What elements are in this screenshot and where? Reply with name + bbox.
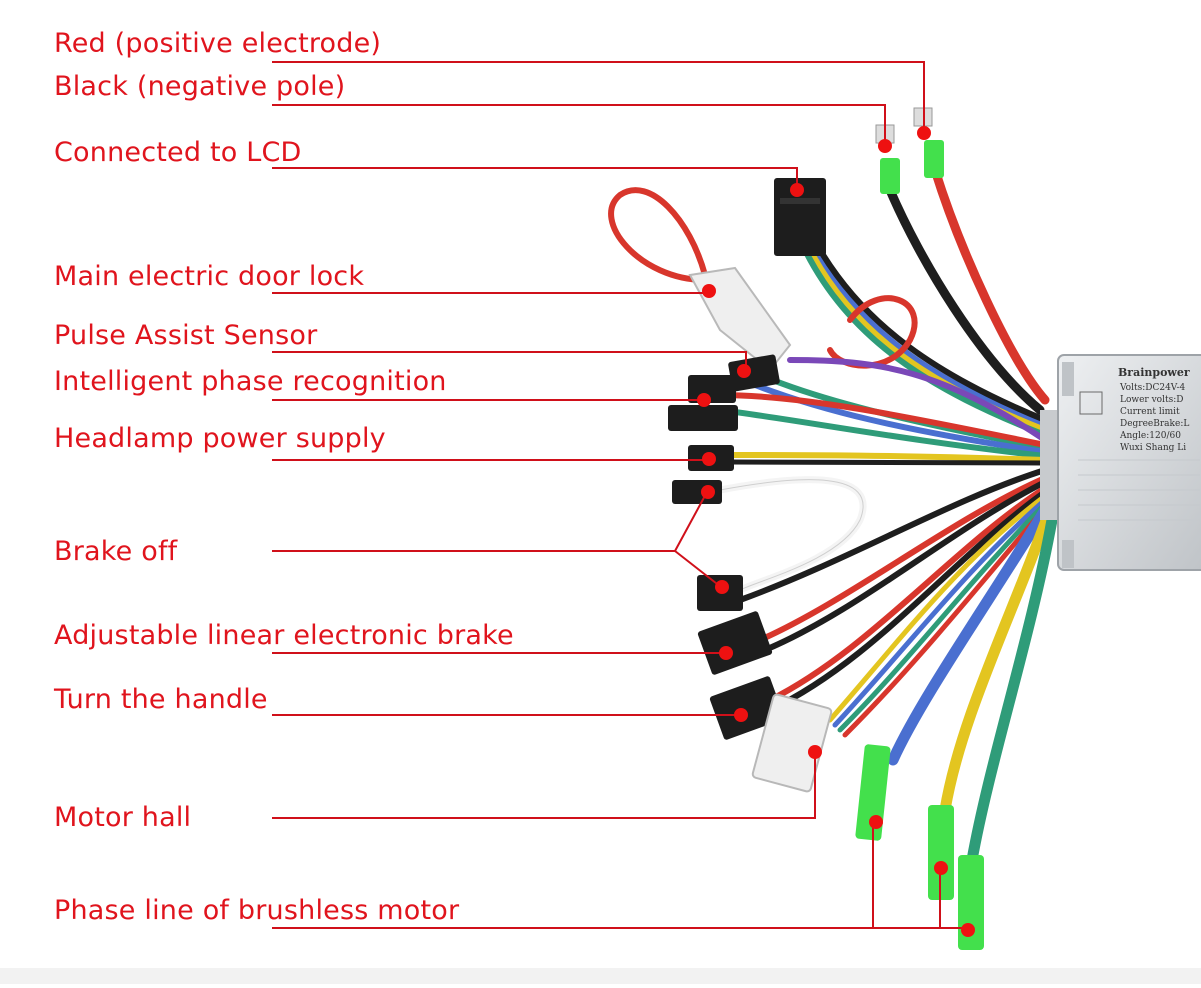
dot-motor-hall [808, 745, 822, 759]
lcd-connector [774, 178, 826, 256]
dot-phase-a [869, 815, 883, 829]
dot-phase-b [934, 861, 948, 875]
phase-tube-yellow [928, 805, 954, 900]
dot-brake-off-a [701, 485, 715, 499]
marker-dots [697, 126, 975, 937]
phase-recognition-connector-a [688, 375, 736, 403]
linear-brake-connector [697, 611, 773, 675]
dot-brake-off-b [715, 580, 729, 594]
dot-black [878, 139, 892, 153]
label-linear-brake: Adjustable linear electronic brake [54, 620, 514, 651]
bottom-strip [0, 968, 1201, 984]
leader-lines [272, 61, 969, 930]
label-lcd: Connected to LCD [54, 137, 302, 168]
dot-phase-c [961, 923, 975, 937]
label-brake-off: Brake off [54, 536, 178, 567]
label-red: Red (positive electrode) [54, 28, 382, 59]
leader-brake-off-down [674, 550, 722, 588]
controller-housing [1040, 354, 1201, 571]
controller-line-1: Brainpower [1118, 366, 1190, 379]
red-tube [924, 140, 944, 178]
connectors [668, 107, 984, 950]
controller-line-2: Volts:DC24V-4 [1119, 383, 1186, 393]
dot-headlamp [702, 452, 716, 466]
controller-line-3: Lower volts:D [1120, 395, 1183, 405]
leader-black [272, 104, 886, 145]
door-lock-connector [688, 266, 792, 372]
leader-brake-off-up [674, 491, 708, 552]
label-phase-recognition: Intelligent phase recognition [54, 366, 447, 397]
wire-main-red [930, 165, 1050, 405]
label-door-lock: Main electric door lock [54, 261, 365, 292]
label-black: Black (negative pole) [54, 71, 346, 102]
leader-lcd [272, 167, 798, 190]
controller-line-5: DegreeBrake:L [1120, 419, 1189, 429]
label-phase-line: Phase line of brushless motor [54, 895, 460, 926]
dot-door-lock [702, 284, 716, 298]
dot-lcd [790, 183, 804, 197]
wire-main-black [885, 185, 1045, 415]
controller-label: Brainpower Volts:DC24V-4 Lower volts:D C… [1118, 366, 1190, 453]
dot-linear-brake [719, 646, 733, 660]
wire-harness [608, 165, 1058, 866]
label-pas: Pulse Assist Sensor [54, 320, 318, 351]
label-handle: Turn the handle [54, 684, 268, 715]
controller-line-4: Current limit [1120, 407, 1180, 417]
dot-pas [737, 364, 751, 378]
phase-recognition-connector-b [668, 405, 738, 431]
pas-connector [728, 354, 780, 392]
label-motor-hall: Motor hall [54, 802, 192, 833]
controller-line-6: Angle:120/60 [1119, 431, 1181, 441]
leader-motor-hall [272, 752, 816, 819]
leader-red [272, 61, 925, 132]
black-tube [880, 158, 900, 194]
dot-red [917, 126, 931, 140]
dot-handle [734, 708, 748, 722]
phase-tube-blue [855, 744, 891, 841]
controller-line-7: Wuxi Shang Li [1120, 443, 1186, 453]
dot-phase-recognition [697, 393, 711, 407]
leader-pas [272, 351, 747, 370]
label-headlamp: Headlamp power supply [54, 423, 386, 454]
